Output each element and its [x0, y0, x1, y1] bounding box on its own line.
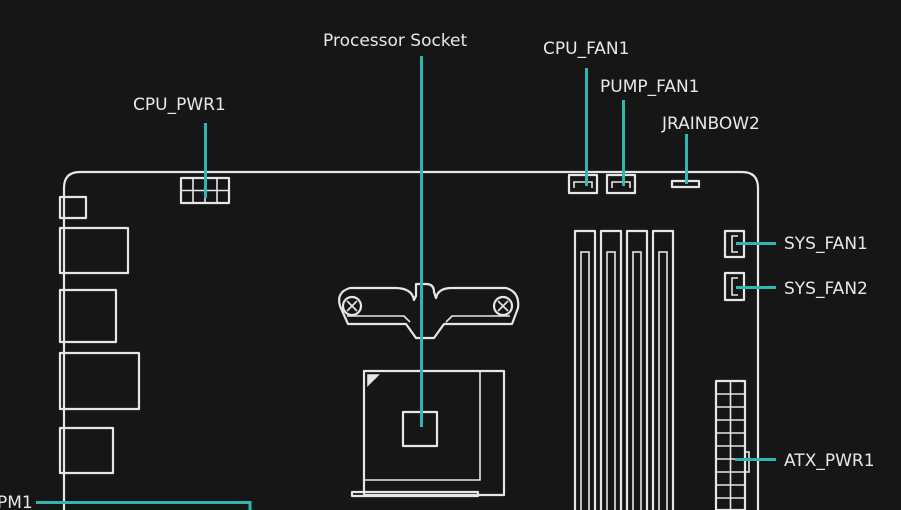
board-outline [62, 170, 760, 510]
io-port-1 [58, 226, 130, 275]
leader-left-partial [36, 501, 252, 510]
label-sys-fan2: SYS_FAN2 [784, 279, 868, 299]
pump-fan1-header [605, 173, 637, 195]
io-port-2 [58, 288, 118, 344]
dimm-slots [573, 229, 675, 510]
bracket-screw-right [492, 295, 514, 317]
leader-lines [36, 56, 776, 510]
dimm-slot-1 [573, 229, 597, 510]
label-sys-fan1: SYS_FAN1 [784, 234, 868, 254]
atx-pwr1-connector [714, 379, 750, 510]
dimm-slot-2 [599, 229, 623, 510]
label-atx-pwr1: ATX_PWR1 [784, 451, 875, 471]
io-port-small [58, 195, 88, 220]
io-port-3 [58, 351, 141, 411]
processor-socket [350, 369, 506, 498]
io-port-4 [58, 426, 115, 475]
dimm-slot-3 [625, 229, 649, 510]
label-left-partial: PM1 [0, 493, 33, 510]
label-cpu-fan1: CPU_FAN1 [543, 39, 629, 59]
io-ports [58, 195, 141, 475]
cpu-fan1-header [567, 173, 599, 195]
label-processor-socket: Processor Socket [323, 31, 468, 51]
label-pump-fan1: PUMP_FAN1 [600, 77, 700, 97]
label-jrainbow2: JRAINBOW2 [661, 114, 760, 134]
bracket-screw-left [341, 295, 363, 317]
dimm-slot-4 [651, 229, 675, 510]
cooler-bracket [338, 282, 520, 340]
label-cpu-pwr1: CPU_PWR1 [133, 95, 226, 115]
